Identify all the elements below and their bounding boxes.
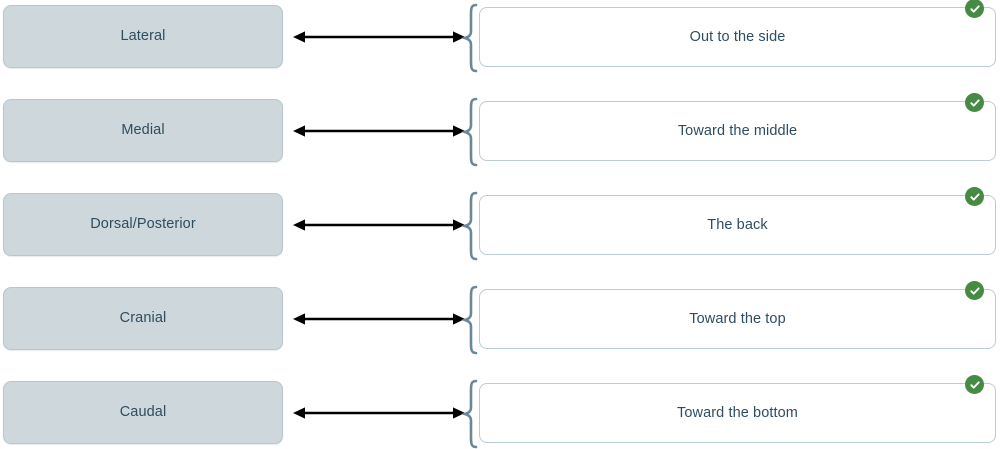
check-circle-icon [965,93,984,112]
check-circle-icon [965,281,984,300]
curly-brace-icon [461,285,481,355]
check-circle-icon [965,0,984,18]
double-arrow-icon [293,28,465,46]
answer-label: Toward the bottom [677,404,798,421]
answer-box[interactable]: Toward the bottom [479,383,996,443]
term-box[interactable]: Medial [3,99,283,162]
answer-box[interactable]: Toward the top [479,289,996,349]
curly-brace-icon [461,97,481,167]
double-arrow-icon [293,310,465,328]
answer-label: Out to the side [689,28,786,45]
answer-label: Toward the top [689,310,786,327]
term-box[interactable]: Dorsal/Posterior [3,193,283,256]
match-row: Caudal Toward the bottom [0,375,1000,449]
double-arrow-icon [293,122,465,140]
term-label: Lateral [120,28,166,45]
answer-box[interactable]: The back [479,195,996,255]
double-arrow-icon [293,404,465,422]
term-label: Cranial [119,310,167,327]
term-label: Caudal [119,404,167,421]
term-box[interactable]: Lateral [3,5,283,68]
answer-box[interactable]: Out to the side [479,7,996,67]
check-circle-icon [965,375,984,394]
match-row: Medial Toward the middle [0,93,1000,167]
match-row: Dorsal/Posterior The back [0,187,1000,261]
double-arrow-icon [293,216,465,234]
curly-brace-icon [461,3,481,73]
answer-label: Toward the middle [677,122,798,139]
term-box[interactable]: Cranial [3,287,283,350]
match-row: Cranial Toward the top [0,281,1000,355]
match-row: Lateral Out to the side [0,0,1000,73]
check-circle-icon [965,187,984,206]
term-label: Dorsal/Posterior [90,216,196,233]
answer-label: The back [707,216,768,233]
curly-brace-icon [461,191,481,261]
curly-brace-icon [461,379,481,449]
term-label: Medial [121,122,165,139]
answer-box[interactable]: Toward the middle [479,101,996,161]
term-box[interactable]: Caudal [3,381,283,444]
